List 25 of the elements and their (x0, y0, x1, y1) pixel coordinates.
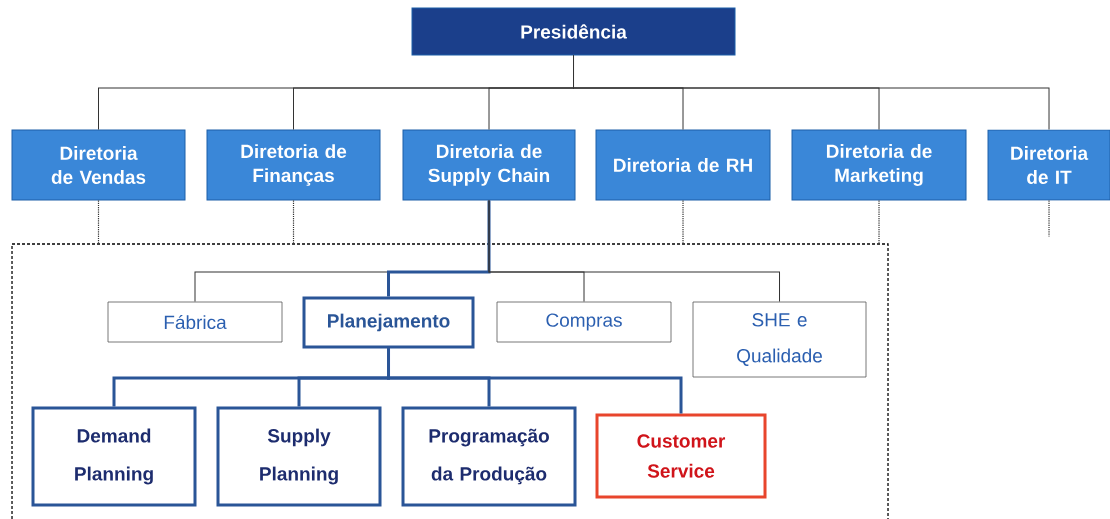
connector-line (573, 55, 1050, 130)
unit-box: Fábrica (107, 301, 283, 343)
unit-box: Planejamento (302, 296, 475, 349)
team-box: Demand Planning (31, 406, 197, 507)
dotted-line (1048, 199, 1050, 238)
dotted-line (878, 199, 880, 244)
dotted-line (97, 199, 100, 244)
president-box: Presidência (411, 7, 736, 56)
team-box: Customer Service (595, 413, 767, 499)
department-box: Diretoria de Vendas (11, 129, 186, 201)
dotted-line (682, 199, 684, 244)
connector-line (387, 348, 683, 414)
unit-box: Compras (496, 301, 672, 343)
department-box: Diretoria de Supply Chain (402, 129, 576, 201)
department-box: Diretoria de Finanças (206, 129, 381, 201)
dashed-group-frame (11, 243, 889, 519)
department-box: Diretoria de IT (987, 129, 1110, 201)
connector-line (387, 200, 491, 297)
team-box: Programação da Produção (401, 406, 577, 507)
dotted-line (292, 199, 295, 244)
unit-box: SHE e Qualidade (692, 301, 867, 378)
department-box: Diretoria de Marketing (791, 129, 967, 201)
department-box: Diretoria de RH (595, 129, 771, 201)
team-box: Supply Planning (216, 406, 382, 507)
connector-line (488, 200, 780, 303)
